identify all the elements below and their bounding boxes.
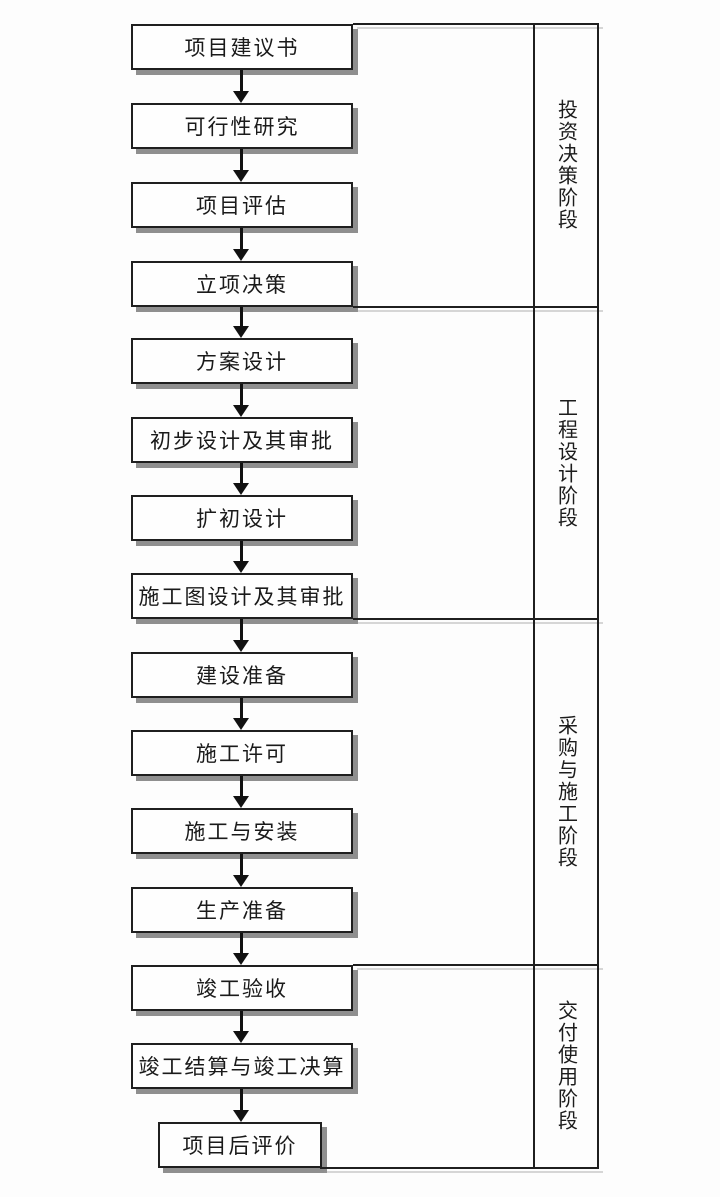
arrow-head-icon: [233, 1031, 249, 1043]
step-box-feasibility-study: 可行性研究: [131, 103, 353, 149]
arrow-stem: [240, 228, 243, 250]
arrow-head-icon: [233, 249, 249, 261]
arrow-down-connector: [233, 541, 250, 573]
arrow-down-connector: [233, 933, 250, 965]
phase-divider-line-2: [353, 618, 599, 620]
arrow-head-icon: [233, 953, 249, 965]
phase-divider-line-3: [353, 964, 599, 966]
arrow-down-connector: [233, 228, 250, 261]
phase-column-left-line: [533, 23, 535, 1169]
arrow-stem: [240, 70, 243, 92]
step-box-scheme-design: 方案设计: [131, 338, 353, 384]
step-box-construction-preparation: 建设准备: [131, 652, 353, 698]
arrow-head-icon: [233, 796, 249, 808]
step-box-completion-acceptance: 竣工验收: [131, 965, 353, 1011]
arrow-down-connector: [233, 1089, 250, 1122]
arrow-head-icon: [233, 561, 249, 573]
arrow-down-connector: [233, 1011, 250, 1043]
arrow-head-icon: [233, 483, 249, 495]
arrow-stem: [240, 1089, 243, 1111]
step-box-preliminary-design-approval: 初步设计及其审批: [131, 417, 353, 463]
phase-label-investment-decision: 投资决策阶段: [554, 99, 577, 231]
arrow-down-connector: [233, 384, 250, 417]
arrow-down-connector: [233, 776, 250, 808]
arrow-stem: [240, 463, 243, 484]
step-box-project-proposal: 项目建议书: [131, 24, 353, 70]
step-box-post-project-evaluation: 项目后评价: [158, 1122, 322, 1168]
phase-divider-line-1: [353, 306, 599, 308]
step-box-project-evaluation: 项目评估: [131, 182, 353, 228]
arrow-down-connector: [233, 307, 250, 338]
arrow-stem: [240, 854, 243, 876]
arrow-down-connector: [233, 149, 250, 182]
step-box-completion-settlement-final-accounts: 竣工结算与竣工决算: [131, 1043, 353, 1089]
arrow-head-icon: [233, 875, 249, 887]
step-box-construction-and-installation: 施工与安装: [131, 808, 353, 854]
arrow-stem: [240, 1011, 243, 1032]
step-box-expanded-preliminary-design: 扩初设计: [131, 495, 353, 541]
phase-bracket-bottom-line: [320, 1167, 599, 1169]
arrow-head-icon: [233, 640, 249, 652]
arrow-stem: [240, 619, 243, 641]
step-box-project-approval-decision: 立项决策: [131, 261, 353, 307]
step-box-construction-drawing-design-approval: 施工图设计及其审批: [131, 573, 353, 619]
arrow-head-icon: [233, 91, 249, 103]
arrow-stem: [240, 698, 243, 719]
arrow-head-icon: [233, 1110, 249, 1122]
arrow-stem: [240, 149, 243, 171]
phase-label-engineering-design: 工程设计阶段: [554, 397, 577, 529]
arrow-stem: [240, 307, 243, 327]
phase-bracket-top-line: [353, 23, 599, 25]
arrow-down-connector: [233, 463, 250, 495]
arrow-down-connector: [233, 70, 250, 103]
arrow-head-icon: [233, 170, 249, 182]
arrow-stem: [240, 776, 243, 797]
phase-column-right-line: [597, 23, 599, 1169]
arrow-down-connector: [233, 854, 250, 887]
arrow-head-icon: [233, 718, 249, 730]
arrow-head-icon: [233, 405, 249, 417]
arrow-down-connector: [233, 698, 250, 730]
phase-label-delivery-use: 交付使用阶段: [554, 1000, 577, 1132]
arrow-head-icon: [233, 326, 249, 338]
arrow-stem: [240, 933, 243, 954]
phase-label-procurement-construction: 采购与施工阶段: [554, 715, 577, 869]
arrow-stem: [240, 541, 243, 562]
arrow-stem: [240, 384, 243, 406]
arrow-down-connector: [233, 619, 250, 652]
step-box-production-preparation: 生产准备: [131, 887, 353, 933]
step-box-construction-permit: 施工许可: [131, 730, 353, 776]
